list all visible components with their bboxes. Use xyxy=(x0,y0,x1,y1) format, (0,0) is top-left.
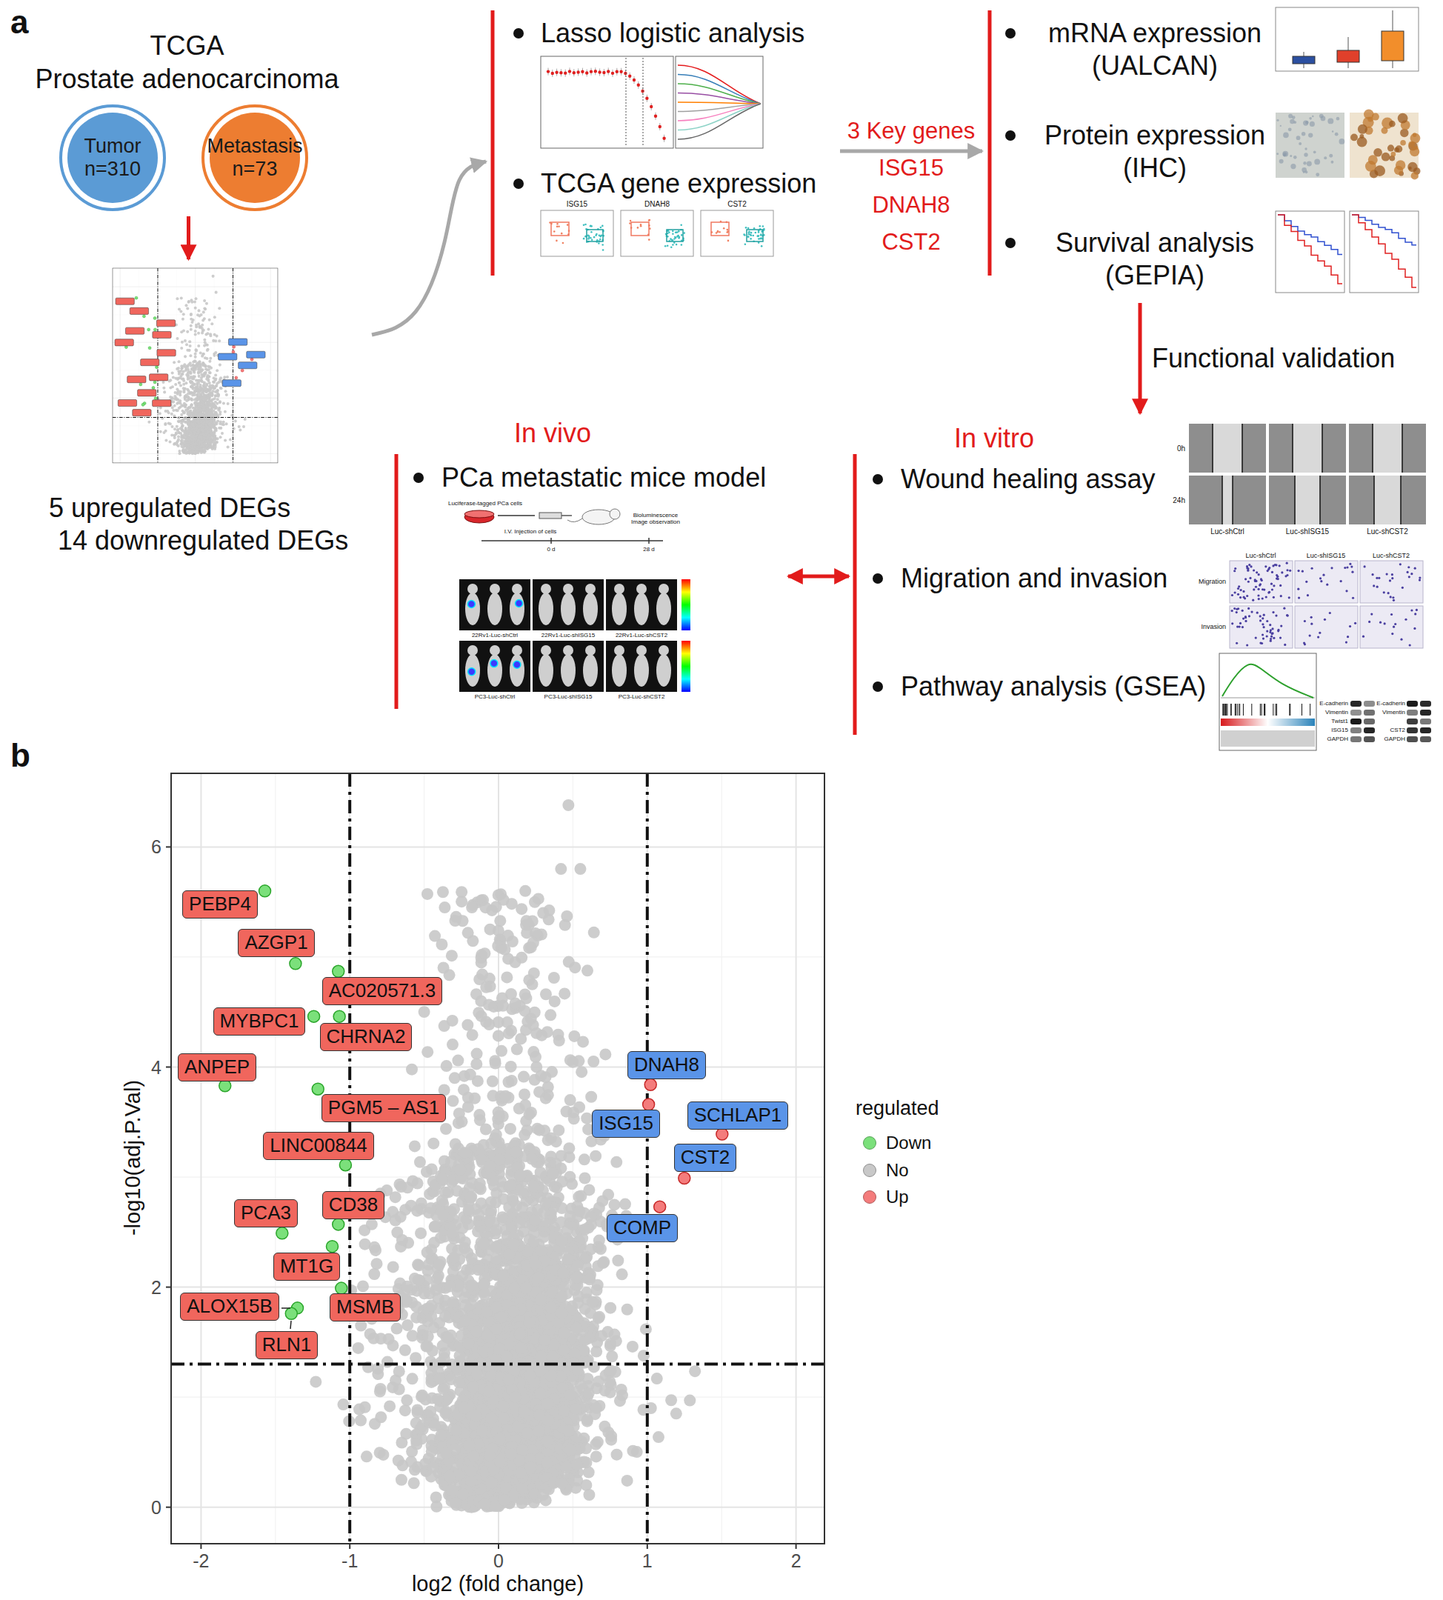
figure-page: TCGAProstate adenocarcinomaTumorn=310Met… xyxy=(0,0,1443,1600)
